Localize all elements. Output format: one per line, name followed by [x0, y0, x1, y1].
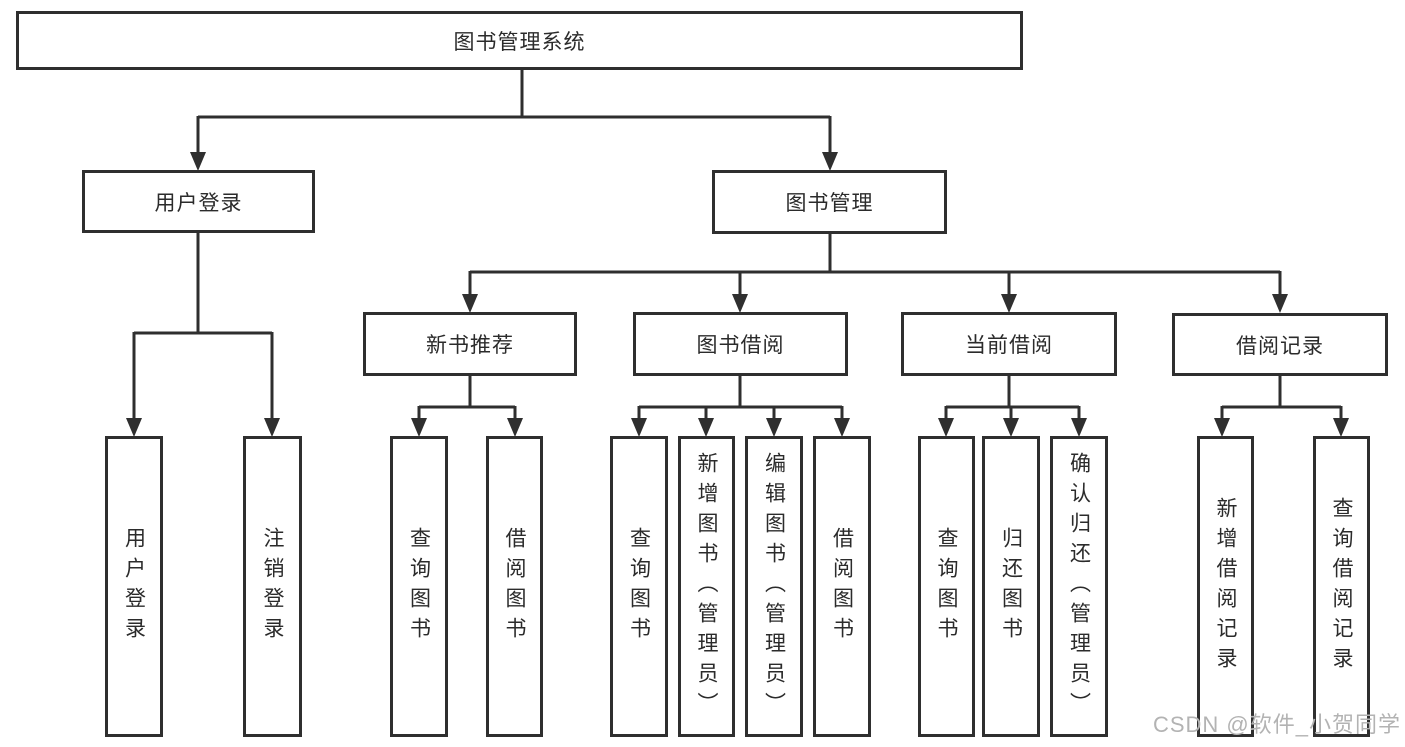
- leaf-current-query-books: 查询图书: [918, 436, 975, 737]
- leaf-borrow-add-books-admin: 新增图书（管理员）: [678, 436, 735, 737]
- node-label: 借阅图书: [830, 526, 854, 647]
- leaf-records-query-borrow-record: 查询借阅记录: [1313, 436, 1370, 737]
- leaf-recommend-borrow-books: 借阅图书: [486, 436, 543, 737]
- node-label: 当前借阅: [965, 334, 1053, 357]
- node-label: 查询图书: [407, 526, 431, 647]
- arrowheads: [126, 152, 1349, 437]
- node-label: 查询借阅记录: [1330, 496, 1354, 677]
- node-label: 查询图书: [935, 526, 959, 647]
- leaf-logout: 注销登录: [243, 436, 302, 737]
- node-label: 新增借阅记录: [1214, 496, 1238, 677]
- leaf-records-add-borrow-record: 新增借阅记录: [1197, 436, 1254, 737]
- node-label: 新书推荐: [426, 334, 514, 357]
- node-label: 图书管理系统: [453, 30, 586, 54]
- leaf-borrow-borrow-books: 借阅图书: [813, 436, 871, 737]
- leaf-borrow-edit-books-admin: 编辑图书（管理员）: [745, 436, 803, 737]
- node-label: 图书借阅: [696, 334, 785, 357]
- node-new-book-recommendation: 新书推荐: [363, 312, 577, 376]
- node-borrowing-records: 借阅记录: [1172, 313, 1388, 376]
- node-label: 图书管理: [785, 192, 874, 215]
- node-user-login: 用户登录: [82, 170, 315, 233]
- node-book-borrowing: 图书借阅: [633, 312, 848, 376]
- node-label: 新增图书（管理员）: [695, 451, 719, 722]
- leaf-user-login: 用户登录: [105, 436, 163, 737]
- node-label: 用户登录: [154, 191, 243, 215]
- node-label: 确认归还（管理员）: [1067, 451, 1091, 722]
- node-label: 用户登录: [122, 526, 146, 647]
- node-book-management: 图书管理: [712, 170, 947, 234]
- node-label: 归还图书: [999, 526, 1023, 647]
- node-label: 查询图书: [627, 526, 651, 647]
- leaf-current-confirm-return-admin: 确认归还（管理员）: [1050, 436, 1108, 737]
- node-label: 借阅图书: [503, 526, 527, 647]
- leaf-current-return-books: 归还图书: [982, 436, 1040, 737]
- leaf-borrow-query-books: 查询图书: [610, 436, 668, 737]
- node-label: 借阅记录: [1236, 334, 1324, 358]
- node-current-borrowing: 当前借阅: [901, 312, 1117, 376]
- node-label: 注销登录: [261, 526, 285, 647]
- csdn-watermark: CSDN @软件_小贺同学: [1152, 712, 1401, 737]
- connector-strokes: [132, 70, 1343, 419]
- node-library-management-system: 图书管理系统: [16, 11, 1023, 70]
- leaf-recommend-query-books: 查询图书: [390, 436, 448, 737]
- node-label: 编辑图书（管理员）: [762, 451, 786, 722]
